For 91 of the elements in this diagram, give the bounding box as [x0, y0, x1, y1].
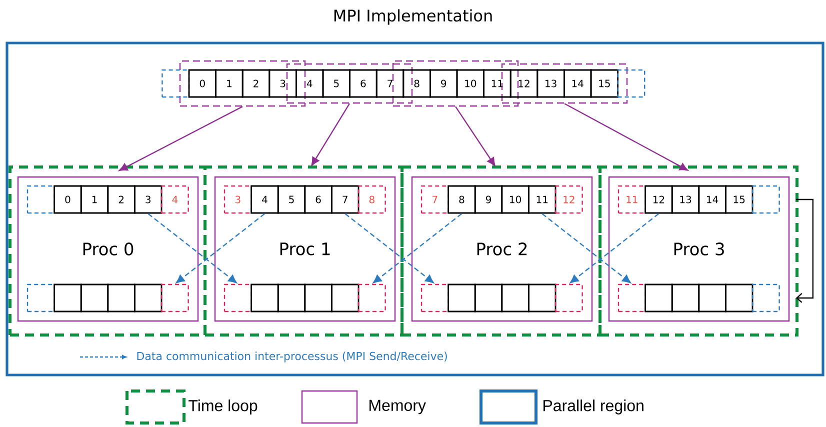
- array-cell: 12: [644, 185, 673, 214]
- ghost-cell: [554, 284, 583, 312]
- array-cell: 5: [322, 69, 350, 98]
- arrow: [570, 213, 660, 284]
- array-cell: 4: [296, 69, 324, 98]
- array-cell: [331, 284, 360, 312]
- ghost-cell: 4: [160, 185, 189, 214]
- arrow: [372, 213, 462, 284]
- array-cell: 13: [536, 69, 565, 98]
- array-cell: 13: [671, 185, 700, 214]
- ghost-cell: [162, 69, 190, 98]
- ghost-cell: 7: [420, 185, 449, 214]
- array-cell: 15: [725, 185, 754, 214]
- array-cell: [80, 284, 109, 312]
- array-cell: 7: [331, 185, 360, 214]
- array-cell: 11: [483, 69, 512, 98]
- array-cell: 0: [54, 185, 82, 214]
- array-cell: 0: [188, 69, 216, 98]
- arrow: [311, 103, 350, 166]
- legend-label: Time loop: [188, 400, 258, 414]
- array-cell: 12: [510, 69, 538, 98]
- array-cell: 8: [402, 69, 431, 98]
- array-cell: [54, 284, 82, 312]
- dashed-group-box: [286, 63, 413, 104]
- ghost-cell: [26, 185, 55, 214]
- array-cell: [725, 284, 754, 312]
- time-loop-box: [8, 166, 206, 336]
- title: MPI Implementation: [334, 9, 492, 25]
- dashed-group-box: [392, 60, 519, 107]
- array-cell: 2: [242, 69, 270, 98]
- arrow: [455, 106, 496, 166]
- array-cell: 14: [698, 185, 726, 214]
- dashed-group-box: [501, 63, 628, 104]
- array-cell: 3: [268, 69, 297, 98]
- arrow: [176, 213, 266, 284]
- array-cell: 9: [474, 185, 503, 214]
- arrow: [148, 213, 237, 284]
- array-cell: 6: [304, 185, 332, 214]
- arrow: [344, 213, 434, 284]
- array-cell: [304, 284, 332, 312]
- ghost-cell: 12: [554, 185, 583, 214]
- array-cell: 9: [430, 69, 458, 98]
- array-cell: [528, 284, 556, 312]
- array-cell: 4: [250, 185, 279, 214]
- array-cell: [250, 284, 279, 312]
- ghost-cell: 8: [358, 185, 386, 214]
- ghost-cell: [160, 284, 189, 312]
- array-cell: 8: [448, 185, 476, 214]
- time-loop-box: [400, 166, 602, 336]
- ghost-cell: [358, 284, 386, 312]
- array-cell: 1: [80, 185, 109, 214]
- ghost-cell: [618, 284, 646, 312]
- array-cell: [698, 284, 726, 312]
- array-cell: [277, 284, 306, 312]
- array-cell: 14: [564, 69, 592, 98]
- array-cell: [134, 284, 162, 312]
- array-cell: [644, 284, 673, 312]
- ghost-cell: 3: [224, 185, 252, 214]
- array-cell: 2: [107, 185, 136, 214]
- time-loop-box: [598, 166, 798, 336]
- array-cell: [448, 284, 476, 312]
- ghost-cell: [420, 284, 449, 312]
- array-cell: 10: [456, 69, 484, 98]
- array-cell: 15: [590, 69, 618, 98]
- legend-label: Memory: [370, 400, 426, 414]
- array-cell: 10: [501, 185, 530, 214]
- ghost-cell: [752, 185, 780, 214]
- legend-label: Parallel region: [544, 400, 644, 414]
- array-cell: 5: [277, 185, 306, 214]
- dashed-group-box: [179, 60, 306, 107]
- array-cell: 7: [376, 69, 404, 98]
- array-cell: 11: [528, 185, 556, 214]
- ghost-cell: [752, 284, 780, 312]
- array-cell: [671, 284, 700, 312]
- parallel-region-box: [6, 42, 824, 376]
- ghost-cell: 11: [618, 185, 646, 214]
- arrow: [564, 103, 688, 171]
- array-cell: 1: [215, 69, 244, 98]
- time-loop-box: [204, 166, 404, 336]
- array-cell: 6: [349, 69, 378, 98]
- array-cell: [474, 284, 503, 312]
- legend-label: Data communication inter-processus (MPI Send/Receive): [137, 352, 447, 362]
- arrow: [119, 106, 243, 171]
- array-cell: [501, 284, 530, 312]
- loop-arrow: [796, 198, 814, 303]
- ghost-cell: [26, 284, 55, 312]
- ghost-cell: [224, 284, 252, 312]
- array-cell: [107, 284, 136, 312]
- array-cell: 3: [134, 185, 162, 214]
- ghost-cell: [617, 69, 646, 98]
- arrow: [542, 213, 631, 284]
